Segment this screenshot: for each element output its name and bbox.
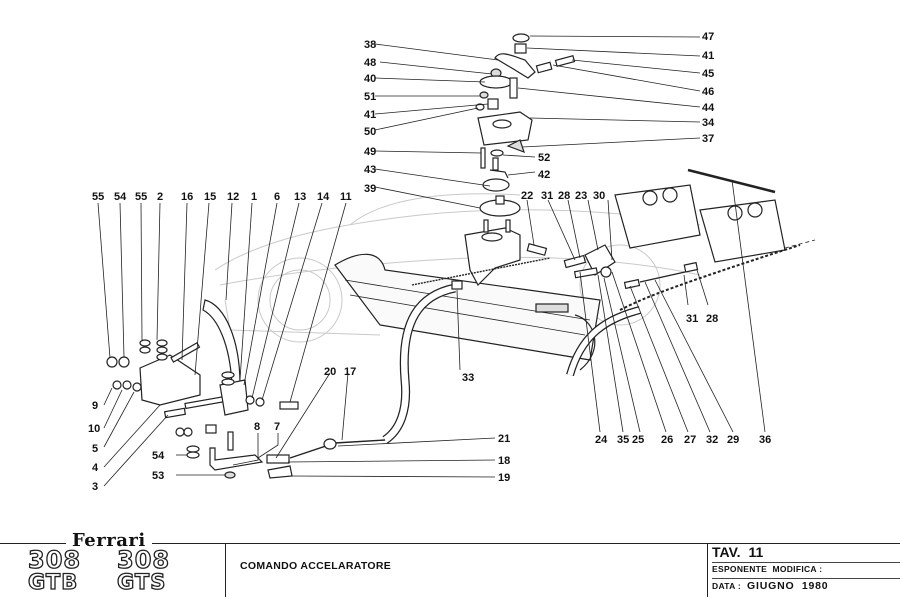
leader-lines	[97, 35, 766, 487]
model-variant: GTB	[27, 569, 79, 594]
title-block: Ferrari 308 308 GTB GTS COMANDO ACCELARA…	[0, 530, 900, 597]
part-label: 52	[538, 152, 550, 164]
part-label: 37	[702, 133, 714, 145]
part-label: 38	[364, 39, 376, 51]
part-label: 55	[92, 191, 104, 203]
date-row: DATA : GIUGNO 1980	[712, 580, 828, 592]
part-label: 3	[92, 481, 98, 493]
part-label: 12	[227, 191, 239, 203]
part-label: 13	[294, 191, 306, 203]
part-label: 36	[759, 434, 771, 446]
part-label: 44	[702, 102, 715, 114]
part-label: 2	[157, 191, 163, 203]
part-labels: 38 48 40 51 41 50 49 43 39 47 41 45 46 4…	[88, 31, 771, 493]
drawing-description: COMANDO ACCELARATORE	[240, 560, 392, 572]
table-number-row: TAV. 11	[712, 544, 900, 563]
part-label: 14	[317, 191, 330, 203]
part-label: 4	[92, 462, 99, 474]
part-label: 28	[558, 190, 570, 202]
part-label: 18	[498, 455, 510, 467]
part-label: 10	[88, 423, 100, 435]
part-label: 29	[727, 434, 739, 446]
part-label: 26	[661, 434, 673, 446]
title-block-divider	[225, 544, 226, 597]
part-label: 49	[364, 146, 376, 158]
part-label: 17	[344, 366, 356, 378]
part-label: 24	[595, 434, 608, 446]
part-label: 40	[364, 73, 376, 85]
part-label: 34	[702, 117, 715, 129]
part-label: 32	[706, 434, 718, 446]
cable-sheaths	[266, 280, 641, 479]
model-number: 308	[27, 545, 82, 574]
part-label: 35	[617, 434, 629, 446]
part-label: 16	[181, 191, 193, 203]
part-label: 25	[632, 434, 644, 446]
part-label: 19	[498, 472, 510, 484]
part-label: 20	[324, 366, 336, 378]
pedal-assembly	[106, 299, 299, 479]
brand-logo: Ferrari	[66, 530, 152, 551]
part-label: 31	[686, 313, 698, 325]
model-variant: GTS	[116, 569, 167, 594]
part-label: 50	[364, 126, 376, 138]
part-label: 9	[92, 400, 98, 412]
part-label: 41	[702, 50, 714, 62]
part-label: 1	[251, 191, 257, 203]
engine-block	[334, 253, 601, 371]
part-label: 53	[152, 470, 164, 482]
center-bracket	[464, 219, 548, 286]
tav-number: 11	[748, 544, 764, 560]
part-label: 41	[364, 109, 376, 121]
part-label: 15	[204, 191, 216, 203]
part-label: 51	[364, 91, 376, 103]
part-label: 48	[364, 57, 376, 69]
part-label: 6	[274, 191, 280, 203]
date-value: GIUGNO 1980	[747, 580, 829, 592]
date-label: DATA :	[712, 581, 742, 591]
part-label: 8	[254, 421, 260, 433]
model-number: 308	[116, 545, 171, 574]
part-label: 23	[575, 190, 587, 202]
carburetors	[614, 168, 816, 311]
part-label: 54	[114, 191, 127, 203]
part-label: 45	[702, 68, 714, 80]
part-label: 30	[593, 190, 605, 202]
part-label: 5	[92, 443, 98, 455]
part-label: 55	[135, 191, 147, 203]
part-label: 42	[538, 169, 550, 181]
part-label: 28	[706, 313, 718, 325]
part-label: 7	[274, 421, 280, 433]
tav-label: TAV.	[712, 544, 741, 560]
title-block-divider	[707, 544, 708, 597]
title-block-border	[0, 543, 900, 544]
part-label: 31	[541, 190, 553, 202]
part-label: 46	[702, 86, 714, 98]
part-label: 21	[498, 433, 510, 445]
throttle-linkage-top-assembly	[475, 33, 576, 217]
part-label: 33	[462, 372, 474, 384]
modification-label: ESPONENTE MODIFICA :	[712, 564, 900, 579]
part-label: 39	[364, 183, 376, 195]
part-label: 22	[521, 190, 533, 202]
part-label: 54	[152, 450, 165, 462]
part-label: 27	[684, 434, 696, 446]
part-label: 43	[364, 164, 376, 176]
exploded-parts-diagram: 38 48 40 51 41 50 49 43 39 47 41 45 46 4…	[88, 31, 816, 493]
part-label: 47	[702, 31, 714, 43]
part-label: 11	[340, 191, 352, 203]
